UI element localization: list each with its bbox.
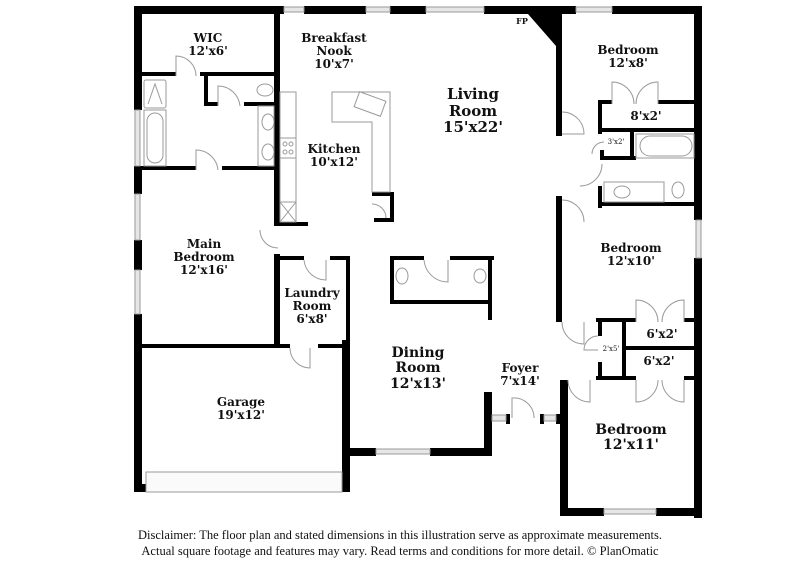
disclaimer-line-2: Actual square footage and features may v… xyxy=(141,544,659,558)
room-label-closet-8x2: 8'x2' xyxy=(630,109,662,123)
room-name-line1: Dining xyxy=(391,345,445,361)
room-name-line1: Breakfast xyxy=(301,31,367,45)
room-name: Garage xyxy=(216,395,266,409)
room-name: Bedroom xyxy=(597,43,659,57)
room-name-line2: Room xyxy=(292,299,332,314)
room-label-dining-room: Dining Room 12'x13' xyxy=(390,345,446,392)
room-name-line1: Laundry xyxy=(284,286,340,300)
room-label-bedroom-1: Bedroom 12'x8' xyxy=(597,43,659,71)
room-name: Bedroom xyxy=(600,241,662,255)
room-dims: 6'x8' xyxy=(296,312,328,327)
room-dims: 12'x11' xyxy=(603,437,659,454)
room-dims: 2'x5' xyxy=(602,345,620,353)
disclaimer: Disclaimer: The floor plan and stated di… xyxy=(0,527,800,559)
room-label-closet-2x5: 2'x5' xyxy=(602,345,620,354)
room-dims: 12'x16' xyxy=(180,263,228,278)
room-name: Kitchen xyxy=(307,142,361,156)
room-dims: 6'x2' xyxy=(646,327,678,341)
room-dims: 12'x6' xyxy=(188,44,228,59)
room-name-line2: Nook xyxy=(316,44,352,59)
room-dims: 8'x2' xyxy=(630,109,662,123)
room-label-closet-3x2: 3'x2' xyxy=(607,138,625,147)
room-label-garage: Garage 19'x12' xyxy=(216,395,266,423)
room-dims: 10'x12' xyxy=(310,155,358,170)
room-name-line2: Bedroom xyxy=(173,250,235,265)
room-dims: 3'x2' xyxy=(607,138,625,146)
room-label-closet-6x2-b: 6'x2' xyxy=(643,354,675,368)
interior-walls xyxy=(142,14,698,380)
room-label-closet-6x2-a: 6'x2' xyxy=(646,327,678,341)
windows xyxy=(134,6,702,515)
room-label-foyer: Foyer 7'x14' xyxy=(500,361,540,389)
room-dims: 7'x14' xyxy=(500,374,540,389)
room-name: Bedroom xyxy=(595,422,667,438)
doors xyxy=(175,55,685,419)
room-label-bedroom-2: Bedroom 12'x10' xyxy=(600,241,662,269)
room-label-breakfast-nook: Breakfast Nook 10'x7' xyxy=(301,31,367,72)
fireplace-label: FP xyxy=(516,17,528,26)
fireplace-text: FP xyxy=(516,16,528,26)
room-dims: 10'x7' xyxy=(314,57,354,72)
room-name: WIC xyxy=(193,31,223,45)
room-label-laundry-room: Laundry Room 6'x8' xyxy=(284,286,340,327)
fixtures xyxy=(143,79,695,285)
room-label-bedroom-3: Bedroom 12'x11' xyxy=(595,422,667,454)
room-label-wic: WIC 12'x6' xyxy=(188,31,228,59)
room-name: Foyer xyxy=(501,361,539,375)
disclaimer-line-1: Disclaimer: The floor plan and stated di… xyxy=(138,528,662,542)
room-label-living-room: Living Room 15'x22' xyxy=(443,86,503,136)
room-name-line2: Room xyxy=(395,360,441,377)
exterior-walls xyxy=(134,6,702,518)
room-dims: 12'x13' xyxy=(390,375,446,392)
room-label-main-bedroom: Main Bedroom 12'x16' xyxy=(173,237,235,278)
room-dims: 15'x22' xyxy=(443,118,503,136)
room-name-line2: Room xyxy=(448,101,498,120)
room-name-line1: Main xyxy=(186,237,222,251)
room-dims: 12'x10' xyxy=(607,254,655,269)
room-dims: 12'x8' xyxy=(608,56,648,71)
room-dims: 19'x12' xyxy=(217,408,265,423)
room-dims: 6'x2' xyxy=(643,354,675,368)
room-name-line1: Living xyxy=(446,85,500,103)
room-label-kitchen: Kitchen 10'x12' xyxy=(307,142,361,170)
